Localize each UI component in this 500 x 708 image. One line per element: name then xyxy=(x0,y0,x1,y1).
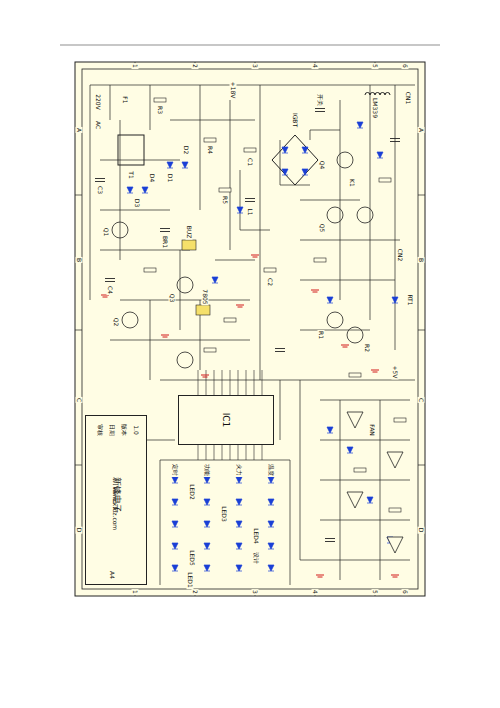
resistor-symbols xyxy=(144,98,406,512)
part-label: LED4 xyxy=(253,527,260,545)
part-label: RT1 xyxy=(407,293,414,306)
part-label: 4 xyxy=(312,589,319,595)
part-label: +5V xyxy=(392,365,399,380)
transformer-symbol xyxy=(118,135,144,165)
part-label: 6 xyxy=(402,589,409,595)
part-label: 2 xyxy=(192,63,199,69)
bridge-symbol xyxy=(272,135,318,185)
part-label: 温度 xyxy=(268,463,275,477)
part-label: C3 xyxy=(97,185,104,195)
part-label: 5 xyxy=(372,63,379,69)
part-label: FAN xyxy=(369,423,376,437)
part-label: CN2 xyxy=(397,248,404,263)
part-label: T1 xyxy=(128,170,135,179)
part-label: LED5 xyxy=(189,549,196,567)
part-label: IGBT xyxy=(292,112,299,128)
part-label: 3 xyxy=(252,63,259,69)
part-label: 3 xyxy=(252,589,259,595)
drawing-frame xyxy=(75,62,425,596)
part-label: C xyxy=(418,397,425,403)
part-label: F1 xyxy=(122,95,129,104)
part-label: D xyxy=(418,527,425,534)
part-label: 6 xyxy=(402,63,409,69)
comparator-symbols xyxy=(347,412,403,553)
title-block: 新锋电子www.xfdz.com xyxy=(85,415,147,585)
part-label: 5 xyxy=(372,589,379,595)
part-label: D xyxy=(76,527,83,534)
part-label: 220V xyxy=(95,93,102,111)
part-label: C2 xyxy=(267,277,274,287)
part-label: 定时 xyxy=(172,463,179,477)
part-label: 审核 xyxy=(97,423,104,437)
part-label: CN1 xyxy=(405,91,412,106)
part-label: R2 xyxy=(364,343,371,353)
part-label: AC xyxy=(95,120,102,130)
part-label: C1 xyxy=(247,157,254,167)
part-label: A4 xyxy=(109,570,116,580)
part-label: LED2 xyxy=(189,483,196,501)
part-label: 1 xyxy=(132,589,139,595)
part-label: C4 xyxy=(107,285,114,295)
part-label: Q1 xyxy=(103,227,110,238)
coil-symbol xyxy=(365,93,390,96)
relay-symbol xyxy=(182,240,196,250)
part-label: R3 xyxy=(157,105,164,115)
part-label: R1 xyxy=(318,330,325,340)
part-label: 2 xyxy=(192,589,199,595)
inner-frame xyxy=(82,69,418,589)
part-label: Q2 xyxy=(113,317,120,328)
part-label: 功能 xyxy=(204,463,211,477)
part-label: 1 xyxy=(132,63,139,69)
part-label: BUZ xyxy=(186,225,193,240)
part-label: LED1 xyxy=(187,571,194,589)
part-label: 设计 xyxy=(253,551,260,565)
frame-ticks xyxy=(75,62,425,596)
part-label: 版本 xyxy=(121,423,128,437)
header-rule xyxy=(60,45,440,46)
part-label: A xyxy=(418,127,425,133)
part-label: L1 xyxy=(247,207,254,216)
part-label: D3 xyxy=(134,198,141,208)
part-label: D2 xyxy=(183,145,190,155)
part-label: D1 xyxy=(167,173,174,183)
part-label: 1.0 xyxy=(133,424,140,436)
part-label: B xyxy=(76,257,83,263)
part-label: +18V xyxy=(230,81,237,100)
part-label: 4 xyxy=(312,63,319,69)
node-text: www.xfdz.com xyxy=(112,487,119,530)
part-label: 日期 xyxy=(109,423,116,437)
part-label: Q4 xyxy=(319,160,326,171)
part-label: 开关 xyxy=(317,93,324,107)
buzzer-symbol xyxy=(196,305,210,315)
transistor-symbols xyxy=(112,152,373,368)
part-label: LED3 xyxy=(221,505,228,523)
part-label: D4 xyxy=(149,173,156,183)
part-label: Q3 xyxy=(169,293,176,304)
part-label: A xyxy=(76,127,83,133)
node-text: IC1 xyxy=(221,413,231,428)
part-label: R5 xyxy=(222,195,229,205)
part-label: C xyxy=(76,397,83,403)
part-label: R4 xyxy=(207,145,214,155)
part-label: 7805 xyxy=(202,288,209,305)
diode-symbols xyxy=(122,122,398,571)
part-label: BR1 xyxy=(162,235,169,249)
part-label: Q5 xyxy=(319,223,326,234)
ic-chip: IC1 xyxy=(178,395,274,445)
part-label: LM339 xyxy=(372,97,379,119)
part-label: B xyxy=(418,257,425,263)
part-label: 火力 xyxy=(236,463,243,477)
part-label: K1 xyxy=(349,178,356,188)
